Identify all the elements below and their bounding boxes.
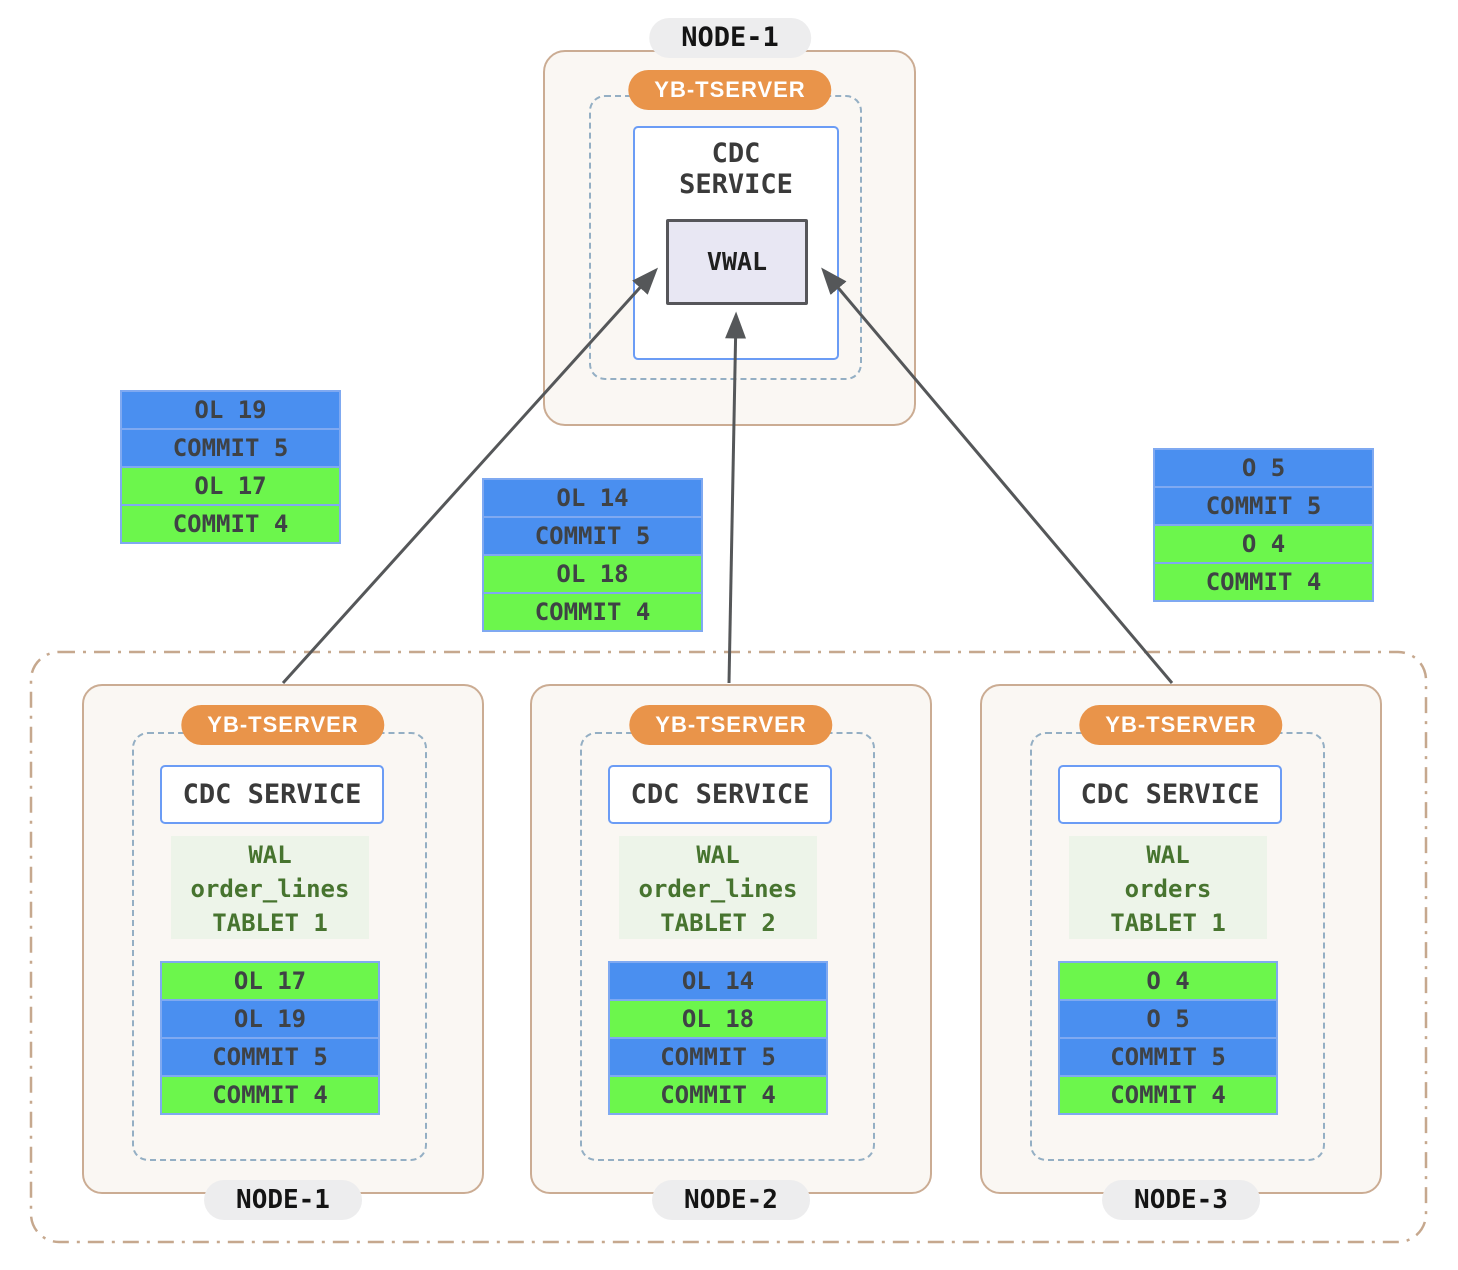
wal-record-label: O 5	[1241, 454, 1286, 482]
wal-record: OL 14	[482, 478, 703, 518]
wal-record: COMMIT 4	[1058, 1075, 1278, 1115]
wal-record-label: OL 19	[233, 1005, 307, 1033]
wal-line: TABLET 1	[1110, 909, 1226, 937]
top-node-label-text: NODE-1	[681, 22, 779, 53]
wal-record: OL 19	[160, 999, 380, 1039]
node3-wal-tablet-box: WAL orders TABLET 1	[1069, 836, 1267, 939]
wal-record-label: OL 17	[233, 967, 307, 995]
wal-record-label: COMMIT 5	[1205, 492, 1322, 520]
node3-tserver-badge: YB-TSERVER	[1079, 705, 1283, 745]
cdc-service-line1: CDC	[711, 138, 761, 169]
node2-wal-record-stack: OL 14 OL 18 COMMIT 5 COMMIT 4	[608, 961, 828, 1115]
wal-record: COMMIT 5	[1153, 486, 1374, 526]
top-tserver-badge: YB-TSERVER	[628, 70, 832, 110]
wal-record: O 4	[1058, 961, 1278, 1001]
wal-record: COMMIT 4	[482, 592, 703, 632]
wal-record: COMMIT 4	[608, 1075, 828, 1115]
wal-record: OL 17	[160, 961, 380, 1001]
wal-record-label: COMMIT 5	[172, 434, 289, 462]
wal-record: COMMIT 4	[120, 504, 341, 544]
cdc-service-line2: SERVICE	[679, 169, 793, 200]
wal-record-label: OL 14	[556, 484, 629, 512]
wal-line: TABLET 1	[212, 909, 328, 937]
wal-record: COMMIT 5	[120, 428, 341, 468]
stack-right-orders-tablet1: O 5 COMMIT 5 O 4 COMMIT 4	[1153, 448, 1374, 602]
wal-record: COMMIT 5	[482, 516, 703, 556]
node1-cdc-service-box: CDC SERVICE	[160, 765, 384, 824]
cluster-node-1: YB-TSERVER CDC SERVICE WAL order_lines T…	[82, 684, 484, 1220]
node2-wal-tablet-box: WAL order_lines TABLET 2	[619, 836, 817, 939]
wal-record-label: O 4	[1146, 967, 1190, 995]
wal-record-label: COMMIT 5	[534, 522, 651, 550]
top-node-label: NODE-1	[649, 18, 811, 58]
node1-label-text: NODE-1	[236, 1185, 330, 1215]
wal-record: COMMIT 4	[160, 1075, 380, 1115]
wal-record: OL 18	[482, 554, 703, 594]
node2-label-text: NODE-2	[684, 1185, 778, 1215]
wal-record: COMMIT 5	[608, 1037, 828, 1077]
node3-cdc-service-label: CDC SERVICE	[1080, 779, 1260, 810]
wal-line: WAL	[1146, 841, 1190, 869]
node3-label: NODE-3	[1102, 1180, 1260, 1220]
vwal-label: VWAL	[706, 247, 768, 276]
wal-record: OL 19	[120, 390, 341, 430]
vwal-box: VWAL	[666, 219, 808, 305]
node1-label: NODE-1	[204, 1180, 362, 1220]
wal-line: order_lines	[638, 875, 798, 903]
wal-record: COMMIT 4	[1153, 562, 1374, 602]
node2-label: NODE-2	[652, 1180, 810, 1220]
wal-record-label: COMMIT 4	[534, 598, 651, 626]
wal-record: O 5	[1058, 999, 1278, 1039]
wal-line: TABLET 2	[660, 909, 776, 937]
wal-record: COMMIT 5	[1058, 1037, 1278, 1077]
node1-wal-tablet-box: WAL order_lines TABLET 1	[171, 836, 369, 939]
wal-record-label: COMMIT 5	[212, 1043, 328, 1071]
node3-wal-record-stack: O 4 O 5 COMMIT 5 COMMIT 4	[1058, 961, 1278, 1115]
stack-center-order-lines-tablet2: OL 14 COMMIT 5 OL 18 COMMIT 4	[482, 478, 703, 632]
wal-record-label: COMMIT 5	[660, 1043, 776, 1071]
wal-line: orders	[1124, 875, 1212, 903]
node2-cdc-service-box: CDC SERVICE	[608, 765, 832, 824]
wal-record-label: COMMIT 4	[212, 1081, 328, 1109]
wal-record: OL 18	[608, 999, 828, 1039]
wal-line: order_lines	[190, 875, 350, 903]
stack-left-order-lines-tablet1: OL 19 COMMIT 5 OL 17 COMMIT 4	[120, 390, 341, 544]
wal-record-label: O 5	[1146, 1005, 1190, 1033]
wal-line: WAL	[248, 841, 292, 869]
wal-record-label: COMMIT 4	[1110, 1081, 1226, 1109]
wal-record-label: OL 19	[194, 396, 267, 424]
wal-record-label: COMMIT 4	[172, 510, 289, 538]
top-tserver-badge-text: YB-TSERVER	[654, 77, 806, 102]
node1-tserver-badge: YB-TSERVER	[181, 705, 385, 745]
wal-record-label: COMMIT 5	[1110, 1043, 1226, 1071]
wal-record-label: COMMIT 4	[660, 1081, 776, 1109]
node2-tserver-badge: YB-TSERVER	[629, 705, 833, 745]
cluster-node-2: YB-TSERVER CDC SERVICE WAL order_lines T…	[530, 684, 932, 1220]
node3-tserver-badge-text: YB-TSERVER	[1105, 712, 1257, 737]
wal-record: O 4	[1153, 524, 1374, 564]
wal-record-label: OL 18	[556, 560, 629, 588]
node1-tserver-badge-text: YB-TSERVER	[207, 712, 359, 737]
node1-cdc-service-label: CDC SERVICE	[182, 779, 362, 810]
node1-wal-record-stack: OL 17 OL 19 COMMIT 5 COMMIT 4	[160, 961, 380, 1115]
wal-record: OL 14	[608, 961, 828, 1001]
top-tserver-dashed-boundary	[589, 95, 862, 380]
wal-record-label: O 4	[1241, 530, 1286, 558]
node3-label-text: NODE-3	[1134, 1185, 1228, 1215]
wal-record: OL 17	[120, 466, 341, 506]
node2-tserver-badge-text: YB-TSERVER	[655, 712, 807, 737]
node3-cdc-service-box: CDC SERVICE	[1058, 765, 1282, 824]
wal-record: COMMIT 5	[160, 1037, 380, 1077]
cluster-node-3: YB-TSERVER CDC SERVICE WAL orders TABLET…	[980, 684, 1382, 1220]
wal-record-label: OL 17	[194, 472, 267, 500]
node2-cdc-service-label: CDC SERVICE	[630, 779, 810, 810]
wal-line: WAL	[696, 841, 740, 869]
wal-record-label: OL 14	[681, 967, 755, 995]
wal-record: O 5	[1153, 448, 1374, 488]
wal-record-label: COMMIT 4	[1205, 568, 1322, 596]
wal-record-label: OL 18	[681, 1005, 755, 1033]
